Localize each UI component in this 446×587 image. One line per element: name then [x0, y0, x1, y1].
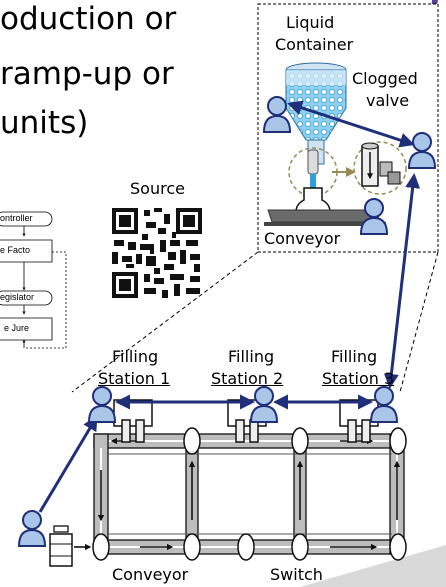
- station-1-label-line2: Station 1: [98, 369, 171, 388]
- station-1-label-line1: Filling: [112, 347, 159, 366]
- switch-nodes[interactable]: [92, 427, 407, 561]
- liquid-container-label-line1: Liquid: [286, 13, 335, 32]
- slide-text-line-3: units): [0, 105, 89, 141]
- bottle-icon-entry: [49, 525, 73, 567]
- inset-label-defacto: e Facto: [0, 245, 31, 255]
- switch-node: [291, 427, 309, 455]
- link-valve-station3: [383, 173, 421, 389]
- zoom-connector-left: [71, 251, 259, 393]
- qr-code-icon[interactable]: [110, 206, 204, 300]
- link-operator-station1: [38, 415, 98, 513]
- panel-conveyor-label: Conveyor: [264, 229, 341, 248]
- station-2-label-line1: Filling: [228, 347, 275, 366]
- clogged-valve-label-line1: Clogged: [352, 69, 418, 88]
- link-tank-valve: [287, 100, 415, 148]
- slide-text-line-2: ramp-up or: [0, 56, 174, 92]
- zoom-panel: [71, 3, 439, 393]
- corner-shade: [300, 545, 446, 587]
- switch-label: Switch: [270, 565, 323, 584]
- source-label: Source: [130, 179, 185, 198]
- liquid-container-label-line2: Container: [275, 35, 354, 54]
- flow-arrows: [97, 437, 401, 551]
- switch-node: [389, 533, 407, 561]
- clogged-valve-label-line2: valve: [366, 91, 410, 110]
- inset-box-defacto: [0, 239, 53, 263]
- inset-label-dejure: e Jure: [4, 323, 30, 333]
- station-3-label-line2: Station 3: [322, 369, 395, 388]
- conveyor-label: Conveyor: [112, 565, 189, 584]
- station-3-label-line1: Filling: [331, 347, 378, 366]
- person-icon-station-1: [88, 386, 116, 423]
- switch-node: [92, 533, 110, 561]
- slide-text-line-1: oduction or: [0, 1, 177, 37]
- person-icon-operator: [18, 510, 46, 547]
- switch-node: [183, 427, 201, 455]
- inset-control-diagram: [0, 211, 67, 349]
- switch-node: [389, 427, 407, 455]
- switch-node: [237, 533, 255, 561]
- inset-label-legislator: egislator: [0, 292, 35, 302]
- inset-label-controller: ontroller: [0, 213, 33, 223]
- zoom-connector-right: [399, 251, 439, 393]
- switch-node: [291, 533, 309, 561]
- inset-box-dejure: [0, 317, 53, 341]
- switch-node: [183, 533, 201, 561]
- station-2-label-line2: Station 2: [211, 369, 284, 388]
